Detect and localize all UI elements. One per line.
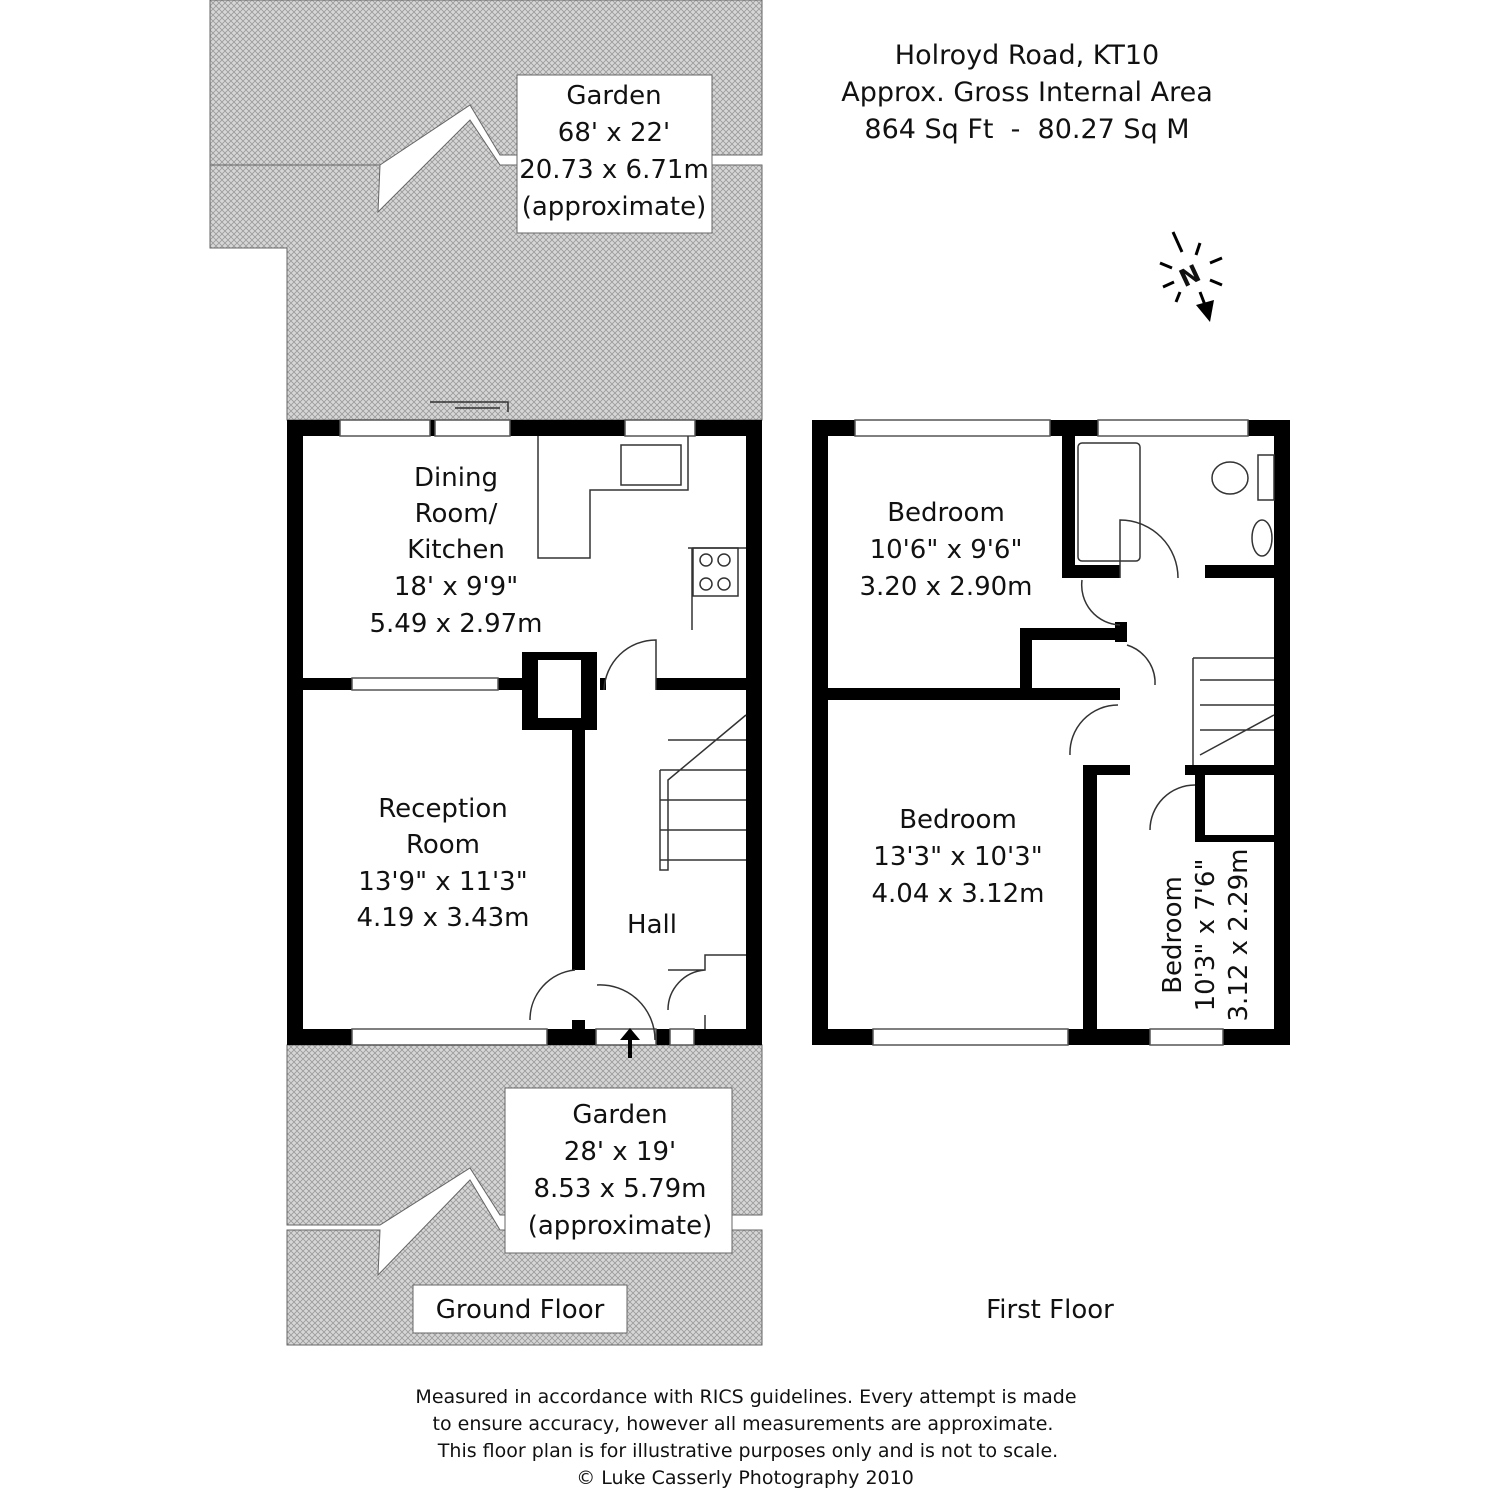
front-garden-label-box xyxy=(504,1087,733,1254)
rear-garden-imperial: 68' x 22' xyxy=(558,118,670,148)
kitchen-label-3: Kitchen xyxy=(407,535,505,565)
rear-garden-label-box xyxy=(516,74,713,234)
reception-label: Reception xyxy=(378,794,508,824)
compass-n-label: N xyxy=(1175,259,1205,293)
footer-line-3: This floor plan is for illustrative purp… xyxy=(437,1440,1058,1462)
rear-garden-note: (approximate) xyxy=(522,192,707,222)
bedroom3-label: Bedroom xyxy=(1158,876,1188,994)
ground-floor-plan: Dining Room/ Kitchen 18' x 9'9" 5.49 x 2… xyxy=(287,401,762,1058)
reception-metric: 4.19 x 3.43m xyxy=(356,903,529,933)
first-floor-plan: Bedroom 10'6" x 9'6" 3.20 x 2.90m Bedroo… xyxy=(812,419,1290,1325)
bedroom1-label: Bedroom xyxy=(887,498,1005,528)
footer-line-1: Measured in accordance with RICS guideli… xyxy=(415,1386,1076,1408)
area-title: Approx. Gross Internal Area xyxy=(841,77,1213,108)
bedroom3-imperial: 10'3" x 7'6" xyxy=(1191,859,1221,1012)
bedroom2-label: Bedroom xyxy=(899,805,1017,835)
kitchen-imperial: 18' x 9'9" xyxy=(394,572,518,602)
front-garden-name: Garden xyxy=(572,1100,667,1130)
hall-label: Hall xyxy=(627,910,677,940)
front-garden-imperial: 28' x 19' xyxy=(564,1137,676,1167)
reception-imperial: 13'9" x 11'3" xyxy=(358,867,527,897)
ground-floor-label-box xyxy=(412,1284,628,1334)
bedroom2-metric: 4.04 x 3.12m xyxy=(871,879,1044,909)
first-floor-label: First Floor xyxy=(986,1295,1114,1325)
ground-floor-label: Ground Floor xyxy=(436,1295,605,1325)
kitchen-label-2: Room/ xyxy=(415,499,498,529)
rear-garden: Garden 68' x 22' 20.73 x 6.71m (approxim… xyxy=(209,0,763,421)
area-value: 864 Sq Ft - 80.27 Sq M xyxy=(864,114,1189,145)
north-arrow-icon: N xyxy=(1159,231,1223,322)
address-title: Holroyd Road, KT10 xyxy=(895,40,1159,71)
rear-garden-name: Garden xyxy=(566,81,661,111)
front-garden-note: (approximate) xyxy=(528,1211,713,1241)
reception-label-2: Room xyxy=(406,830,480,860)
footer-line-2: to ensure accuracy, however all measurem… xyxy=(433,1413,1054,1435)
front-garden-metric: 8.53 x 5.79m xyxy=(533,1174,706,1204)
kitchen-metric: 5.49 x 2.97m xyxy=(369,609,542,639)
bedroom1-imperial: 10'6" x 9'6" xyxy=(870,535,1023,565)
footer-copyright: © Luke Casserly Photography 2010 xyxy=(576,1467,914,1489)
bedroom3-metric: 3.12 x 2.29m xyxy=(1224,848,1254,1021)
kitchen-label: Dining xyxy=(414,463,498,493)
rear-garden-metric: 20.73 x 6.71m xyxy=(519,155,709,185)
bedroom2-imperial: 13'3" x 10'3" xyxy=(873,842,1042,872)
entrance-arrow-icon xyxy=(620,1028,640,1058)
front-garden: Garden 28' x 19' 8.53 x 5.79m (approxima… xyxy=(286,1044,763,1346)
bedroom1-metric: 3.20 x 2.90m xyxy=(859,572,1032,602)
